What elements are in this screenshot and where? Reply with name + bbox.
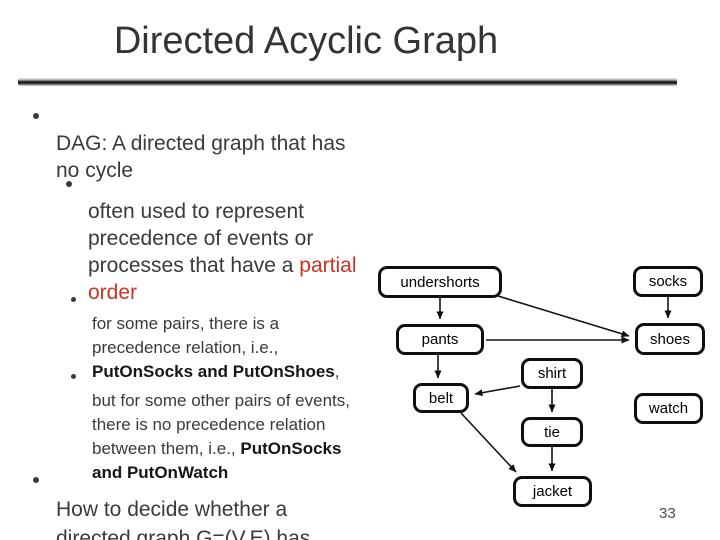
page-number: 33 (659, 505, 676, 522)
bullet-partial-order: often used to represent precedence of ev… (66, 171, 418, 306)
putonsocks-putonshoes-emphasis: PutOnSocks and PutOnShoes (92, 362, 335, 381)
node-watch: watch (634, 393, 703, 424)
partial-order-highlight: partial order (88, 254, 357, 304)
node-shoes: shoes (635, 323, 705, 355)
node-shirt: shirt (521, 358, 583, 389)
bullet-dot (71, 297, 76, 302)
bullet-precedence-pairs: for some pairs, there is a precedence re… (71, 288, 422, 384)
node-pants: pants (396, 324, 484, 355)
bullet-dot (33, 477, 39, 483)
bullet-precedence-pairs-lead: for some pairs, there is a precedence re… (92, 314, 280, 357)
bullet-how-to-decide: How to decide whether a directed graph G… (30, 466, 396, 540)
bullet-dot (71, 374, 76, 379)
bullet-dag-definition-text: DAG: A directed graph that has no cycle (56, 132, 346, 182)
node-socks: socks (633, 266, 703, 297)
node-tie: tie (521, 417, 583, 447)
bullet-dot (33, 113, 39, 119)
title-divider (18, 78, 677, 86)
bullet-dot (66, 181, 72, 187)
bullet-no-precedence-lead: but for some other pairs of events, ther… (92, 391, 350, 458)
putonsocks-putonwatch-emphasis: PutOnSocks and PutOnWatch (92, 439, 342, 482)
bullet-how-to-decide-text: How to decide whether a directed graph G… (56, 498, 311, 540)
bullet-partial-order-lead: often used to represent precedence of ev… (88, 200, 314, 277)
node-belt: belt (413, 383, 469, 413)
node-jacket: jacket (513, 476, 592, 507)
bullet-dag-definition: DAG: A directed graph that has no cycle (30, 103, 396, 184)
edge-belt-jacket (460, 412, 517, 473)
bullet-precedence-pairs-trail: , (334, 362, 340, 381)
edge-shirt-belt (474, 385, 521, 397)
node-undershorts: undershorts (378, 266, 502, 298)
bullet-no-precedence-pairs: but for some other pairs of events, ther… (71, 365, 427, 485)
page-title: Directed Acyclic Graph (113, 20, 499, 62)
edge-undershorts-shoes (497, 295, 630, 338)
